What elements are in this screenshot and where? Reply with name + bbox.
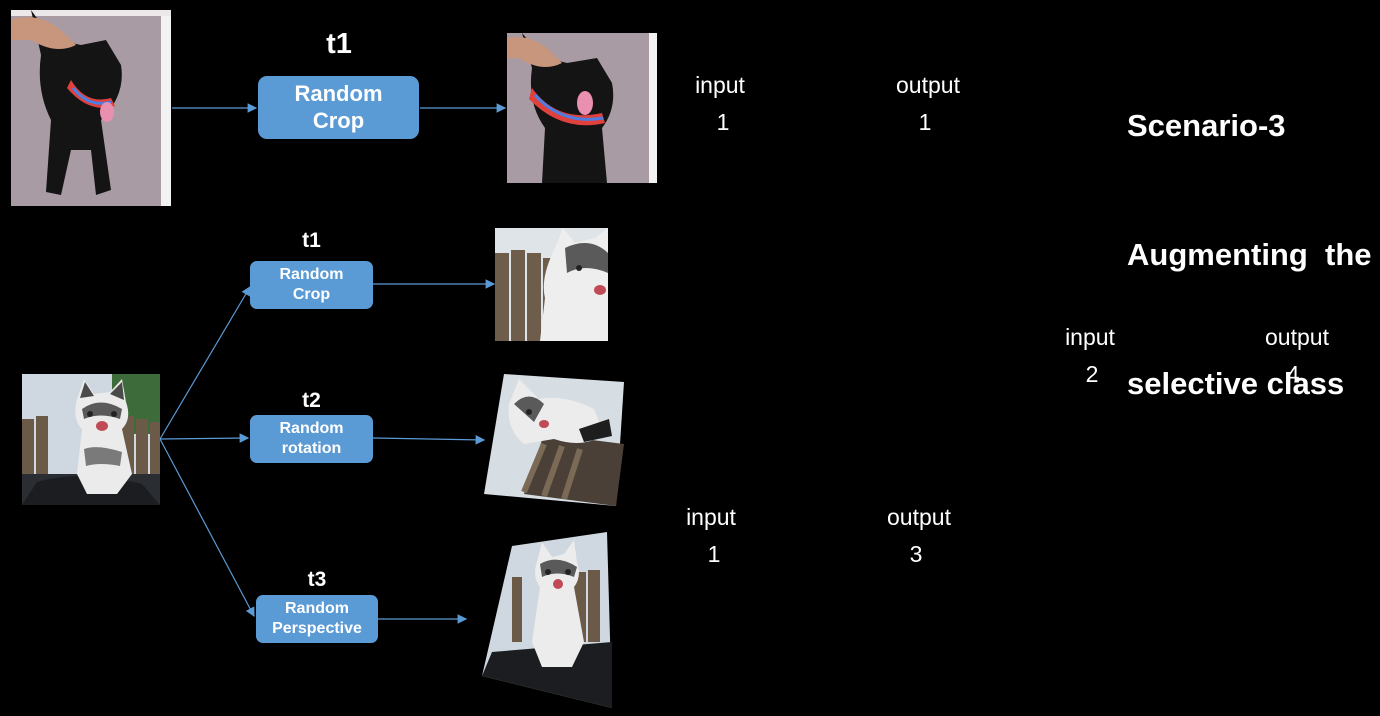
- io-total-input-value: 2: [1085, 361, 1099, 387]
- title-line3: selective class: [1127, 366, 1345, 401]
- t2-random-rotation-box: Random rotation: [250, 415, 373, 463]
- t3-label: t3: [307, 568, 327, 591]
- t2-label: t2: [302, 389, 321, 412]
- t3-line1: Random: [285, 600, 349, 618]
- io-total-input: input 2: [1050, 319, 1130, 393]
- io-top-input-label: input: [695, 72, 745, 98]
- dog-original-image: [11, 10, 171, 206]
- t1-random-crop-box: Random Crop: [250, 261, 373, 309]
- io-top-output: output 1: [885, 67, 971, 141]
- top-random-crop-box: Random Crop: [258, 76, 419, 139]
- t1-line1: Random: [279, 266, 344, 284]
- title-line1: Scenario-3: [1127, 108, 1286, 143]
- io-bottom-output: output 3: [876, 499, 962, 573]
- arrow-cat-to-t2: [159, 433, 250, 443]
- scenario-title: Scenario-3 Augmenting the selective clas…: [1127, 18, 1372, 448]
- cat-perspective-image: [482, 532, 612, 708]
- arrow-t2-to-out: [372, 435, 486, 445]
- io-bottom-input-label: input: [686, 504, 736, 530]
- io-bottom-output-value: 3: [909, 541, 923, 567]
- dog-cropped-image: [507, 33, 657, 183]
- io-total-output-label: output: [1265, 324, 1329, 350]
- io-total-output-value: 4: [1286, 361, 1300, 387]
- cat-original-image: [22, 374, 160, 505]
- cat-cropped-image: [495, 228, 608, 341]
- io-top-output-value: 1: [918, 109, 932, 135]
- io-bottom-input-value: 1: [707, 541, 721, 567]
- t1-line2: Crop: [292, 286, 331, 303]
- top-box-line2: Crop: [312, 107, 365, 133]
- io-bottom-input: input 1: [671, 499, 751, 573]
- arrow-cat-to-t1: [159, 285, 251, 440]
- t3-random-perspective-box: Random Perspective: [256, 595, 378, 643]
- io-total-input-label: input: [1065, 324, 1115, 350]
- io-total-output: output 4: [1254, 319, 1340, 393]
- title-line2: Augmenting the: [1127, 237, 1372, 272]
- top-transform-label: t1: [326, 28, 352, 60]
- io-bottom-output-label: output: [887, 504, 951, 530]
- io-top-output-label: output: [896, 72, 960, 98]
- t2-line2: rotation: [281, 440, 342, 457]
- arrow-cat-to-t3: [159, 438, 255, 618]
- top-box-line1: Random: [294, 80, 383, 106]
- io-top-input-value: 1: [716, 109, 730, 135]
- cat-rotated-image: [484, 374, 624, 506]
- t3-line2: Perspective: [272, 620, 362, 637]
- t1-label: t1: [302, 229, 321, 252]
- io-top-input: input 1: [680, 67, 760, 141]
- t2-line1: Random: [279, 420, 344, 438]
